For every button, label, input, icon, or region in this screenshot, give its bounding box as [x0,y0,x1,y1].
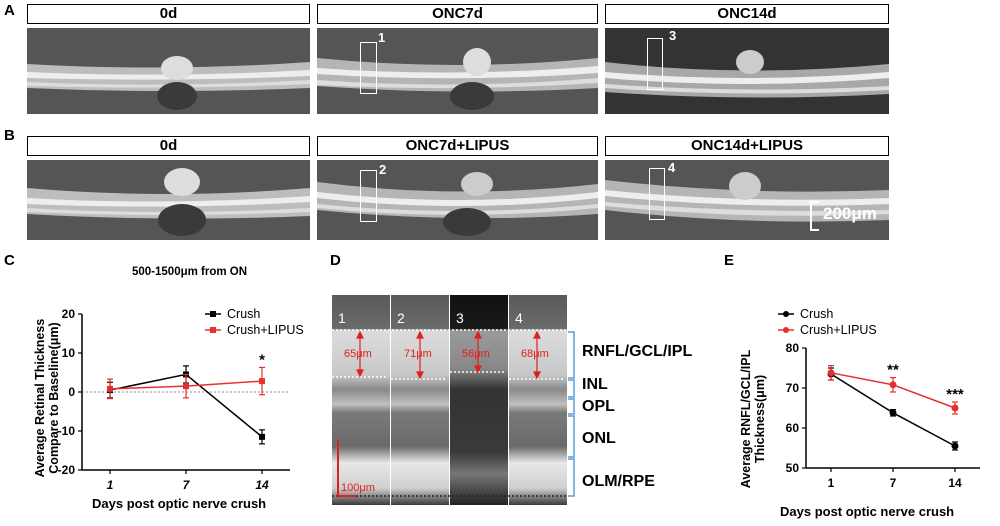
measurement-4: 68μm [521,348,549,360]
oct-image-b2: 2 [317,160,598,240]
chart-c-xtick-label-0: 1 [107,478,114,492]
chart-e-ytick-label-2: 60 [786,421,800,435]
scale-bar-200 [810,201,819,231]
chart-c-legend-label-1: Crush+LIPUS [227,323,304,337]
oct-title-a3: ONC14d [605,4,889,24]
chart-c-xtick-label-2: 14 [255,478,269,492]
layer-rnfl-gcl-ipl: RNFL/GCL/IPL [582,343,693,360]
measurement-2: 71μm [404,348,432,360]
scale-bar-200-label: 200μm [823,204,877,223]
strip-number-4: 4 [515,310,523,326]
strip-3 [450,295,508,505]
chart-e-legend-label-0: Crush [800,307,833,321]
oct-title-b1: 0d [27,136,310,156]
roi-number-3: 3 [669,28,677,43]
chart-e-point-1-1 [889,381,897,389]
chart-e-ytick-label-0: 80 [786,341,800,355]
chart-e-annotation-0: ** [887,362,899,379]
strip-number-3: 3 [456,310,464,326]
chart-c-title: 500-1500μm from ON [132,266,248,278]
chart-c-point-1-0 [107,385,113,392]
chart-c-ytick-label-4: -20 [58,463,76,477]
oct-image-a1 [27,28,310,114]
chart-c-point-0-2 [259,433,265,440]
roi-number-2: 2 [379,162,387,177]
panel-label-d: D [330,252,341,269]
chart-e-ylabel: Average RNFL/GCL/IPL Thickness(μm) [739,349,767,489]
chart-c-legend-label-0: Crush [227,307,260,321]
roi-number-1: 1 [378,30,386,45]
chart-c-annotation-0: * [259,351,265,368]
chart-e-xtick-label-1: 7 [890,476,897,490]
roi-box-1 [360,42,377,94]
chart-e-xlabel: Days post optic nerve crush [780,504,955,519]
chart-e-ytick-label-3: 50 [786,461,800,475]
oct-title-b2: ONC7d+LIPUS [317,136,598,156]
layer-onl: ONL [582,430,616,447]
oct-image-b1 [27,160,310,240]
oct-title-b3: ONC14d+LIPUS [605,136,889,156]
chart-c-ytick-label-3: -10 [58,424,76,438]
chart-e-annotation-1: *** [946,386,964,403]
chart-e-xtick-label-2: 14 [948,476,962,490]
panel-d-overlay [332,329,575,497]
panel-label-b: B [4,127,15,144]
chart-e-point-0-2 [951,442,959,450]
scale-bar-100-label: 100μm [341,482,375,494]
chart-e-point-1-0 [827,369,835,377]
chart-c-legend-marker-1 [210,327,216,333]
oct-image-a3: 3 [605,28,889,114]
measurement-3: 56μm [462,348,490,360]
chart-e-legend-marker-1 [783,327,789,333]
chart-c-ytick-label-1: 10 [62,346,76,360]
strip-number-2: 2 [397,310,405,326]
chart-c-point-1-1 [183,383,189,390]
layer-olm-rpe: OLM/RPE [582,473,655,490]
measurement-1: 65μm [344,348,372,360]
panel-label-a: A [4,2,15,19]
layer-inl: INL [582,376,608,393]
chart-c-legend-marker-0 [210,311,216,317]
chart-e-ytick-label-1: 70 [786,381,800,395]
chart-e-point-0-1 [889,409,897,417]
chart-c-ytick-label-2: 0 [68,385,75,399]
panel-label-e: E [724,252,735,269]
chart-e-legend-label-1: Crush+LIPUS [800,323,877,337]
chart-c-point-1-2 [259,378,265,385]
chart-c-ytick-label-0: 20 [62,307,76,321]
roi-box-3 [647,38,663,90]
oct-title-a1: 0d [27,4,310,24]
oct-image-a2: 1 [317,28,598,114]
chart-c-xtick-label-1: 7 [183,478,191,492]
chart-e-point-1-2 [951,404,959,412]
chart-c-xlabel: Days post optic nerve crush [92,496,267,511]
roi-number-4: 4 [668,160,676,175]
strip-number-1: 1 [338,310,346,326]
chart-e-legend-marker-0 [783,311,789,317]
roi-box-4 [649,168,665,220]
roi-box-2 [360,170,377,222]
oct-image-b3: 4 200μm [605,160,889,240]
oct-title-a2: ONC7d [317,4,598,24]
chart-e-xtick-label-0: 1 [828,476,835,490]
panel-label-c: C [4,252,15,269]
layer-opl: OPL [582,398,615,415]
